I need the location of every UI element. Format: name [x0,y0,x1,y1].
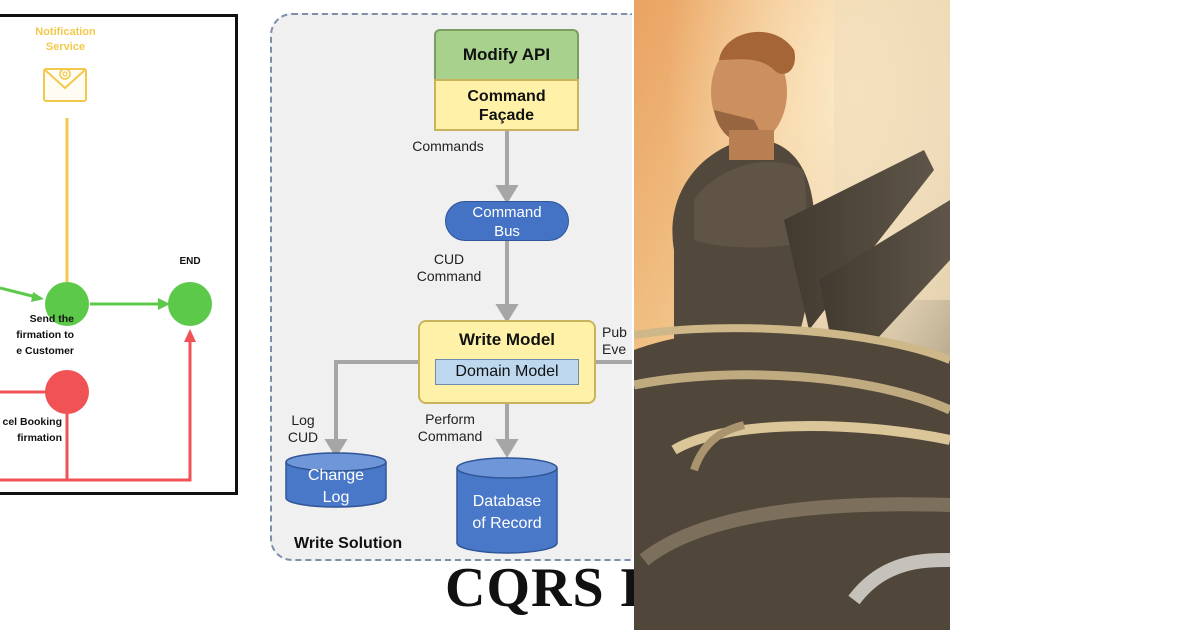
command-bus-box: Command Bus [445,201,569,241]
photo-illustration [634,0,950,630]
bus-to-write-model-arrowhead [495,304,519,323]
database-of-record-label: Database of Record [472,493,542,532]
commands-label: Commands [412,138,484,154]
write-model-to-database-arrowhead [495,439,519,458]
write-model-to-change-log-arrowhead [324,439,348,458]
end-label: END [179,256,201,267]
write-model-to-change-log-edge [334,360,418,443]
publish-events-label: Pub Eve [602,324,627,357]
end-node [168,282,212,326]
booking-flow-frame [0,14,238,495]
write-solution-title: Write Solution [294,535,403,552]
command-facade-box: Command Façade [434,79,579,131]
change-log-cylinder [285,452,387,508]
facade-to-bus-arrowhead [495,185,519,204]
incoming-green-arrowhead [31,292,44,302]
perform-command-label: Perform Command [417,411,483,444]
booking-flow-graphics [0,68,212,482]
write-solution-connectors [285,131,632,554]
mail-icon [43,68,87,102]
booking-flow-panel: Notification Service END Send the firmat… [0,0,240,630]
cud-command-label: CUD Command [416,251,482,284]
send-to-end-arrowhead [158,298,170,310]
write-solution-panel: Modify API Command Façade Commands Comma… [270,13,632,561]
write-model-title: Write Model [458,330,556,349]
cancel-booking-node [45,370,89,414]
database-of-record-cylinder [456,457,558,554]
log-cud-label: Log CUD [287,412,319,445]
cancel-to-end-edge [0,340,192,482]
modify-api-box: Modify API [434,29,579,81]
cancel-booking-label: cel Booking firmation [2,416,62,444]
notification-service-label: Notification Service [35,26,96,53]
cancel-to-end-arrowhead [184,329,196,342]
change-log-label: Change Log [307,467,365,506]
send-confirmation-node [45,282,89,326]
domain-model-box: Domain Model [435,359,579,385]
write-model-box: Write Model Domain Model [418,320,596,404]
send-confirmation-label: Send the firmation to e Customer [16,313,74,357]
airport-lounge-photo [634,0,950,630]
cqrs-caption: CQRS I [445,557,643,619]
